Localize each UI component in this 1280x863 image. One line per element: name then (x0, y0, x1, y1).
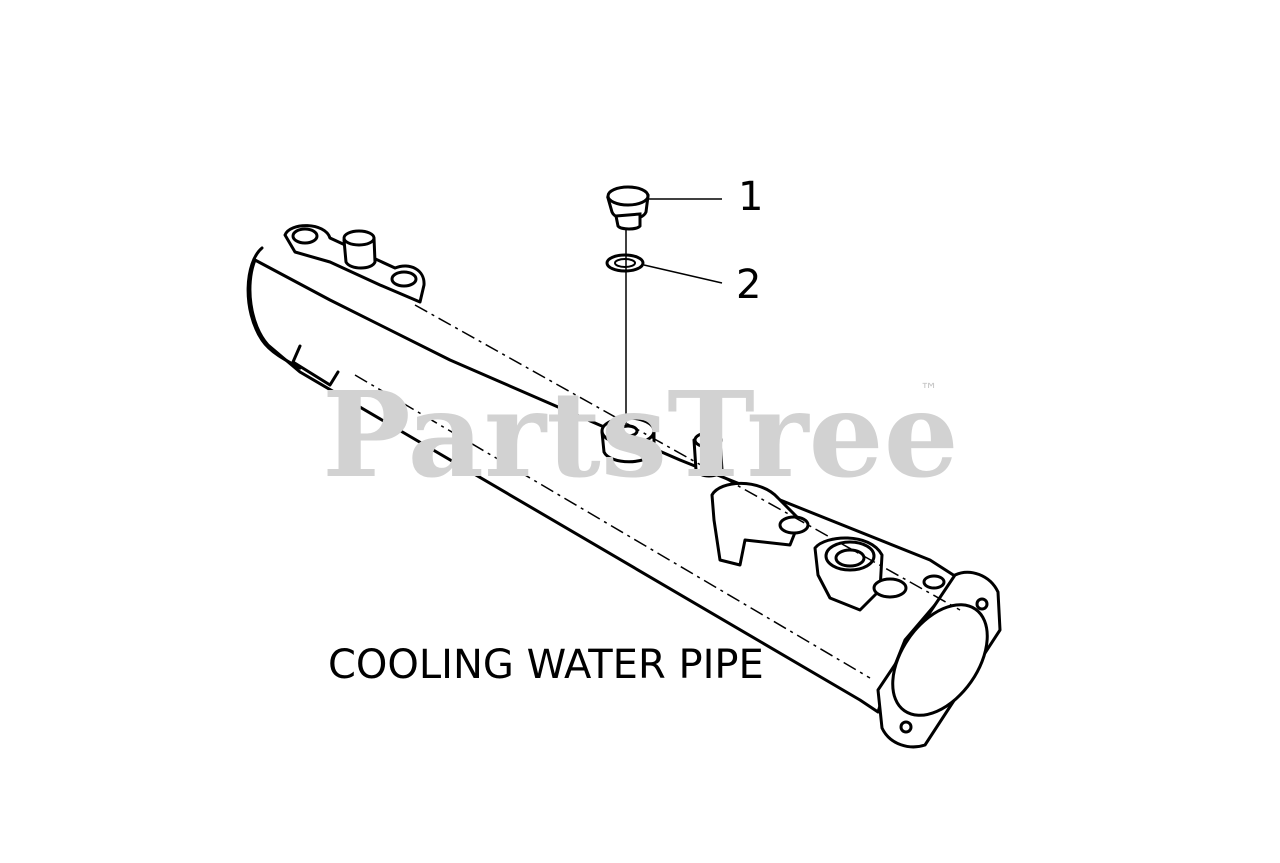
flange-hole-top (975, 597, 989, 611)
callout-1: 1 (738, 174, 763, 220)
diagram-caption: COOLING WATER PIPE (328, 642, 764, 688)
pipe-left-ridge (291, 344, 340, 387)
pipe-body (248, 258, 960, 714)
gasket-washer (605, 253, 645, 273)
watermark-trademark: ™ (920, 380, 938, 401)
bracket-bolt-hole (778, 515, 810, 535)
side-bracket (710, 481, 802, 567)
bolt-hole-left-1 (291, 227, 319, 245)
pipe-center-line (414, 304, 961, 611)
right-boss-1 (872, 577, 908, 599)
right-boss-2 (922, 574, 946, 590)
center-boss-hole (617, 424, 639, 438)
cooling-water-pipe-drawing (246, 224, 1002, 749)
flange-hole-bottom (899, 720, 913, 734)
right-flange-opening (891, 603, 989, 717)
leader-line-2 (643, 264, 723, 284)
center-right-stub (692, 438, 724, 478)
pipe-lower-center-line (354, 374, 871, 679)
watermark-logo: PartsTree (322, 365, 959, 504)
callout-2: 2 (736, 262, 761, 308)
plug-bolt (606, 185, 650, 231)
pipe-left-end (246, 246, 302, 370)
bolt-hole-left-2 (390, 270, 418, 288)
